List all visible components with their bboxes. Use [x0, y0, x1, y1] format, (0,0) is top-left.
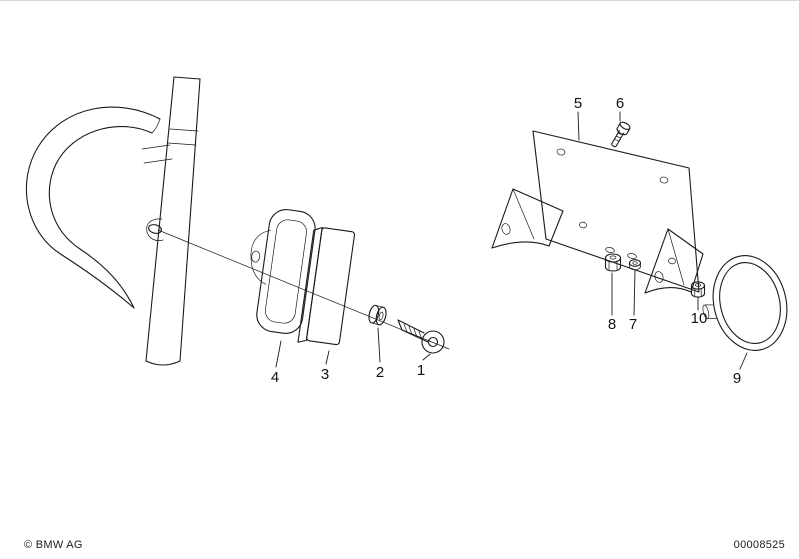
callout-label-2: 2	[376, 364, 384, 381]
bracket-left-gusset	[491, 188, 564, 249]
fork-mounting-hole	[146, 218, 164, 241]
document-number: 00008525	[733, 539, 785, 551]
callout-label-10: 10	[691, 310, 708, 327]
screw-part1	[397, 319, 445, 354]
front-fender-outline	[25, 106, 173, 309]
front-fork-outline	[145, 76, 201, 366]
round-reflector-part9	[702, 255, 788, 351]
reflector-holder-part4	[250, 209, 316, 334]
washer-part2	[368, 304, 387, 326]
callout-label-3: 3	[321, 366, 329, 383]
assembly-centerline	[157, 229, 450, 350]
callout-label-7: 7	[629, 316, 637, 333]
callout-label-9: 9	[733, 370, 741, 387]
right-callout-leaders	[577, 111, 748, 370]
bracket-right-gusset	[644, 228, 704, 294]
nut-part8	[604, 253, 622, 272]
callout-label-6: 6	[616, 95, 624, 112]
reflector-part3	[297, 226, 356, 346]
license-plate-bracket-part5	[532, 130, 700, 293]
callout-label-4: 4	[271, 369, 279, 386]
screw-part6	[611, 121, 631, 148]
callout-label-5: 5	[574, 95, 582, 112]
copyright-text: © BMW AG	[24, 539, 83, 551]
callout-label-8: 8	[608, 316, 616, 333]
callout-label-1: 1	[417, 362, 425, 379]
nut-part10	[690, 281, 706, 298]
left-callout-leaders	[275, 327, 431, 368]
